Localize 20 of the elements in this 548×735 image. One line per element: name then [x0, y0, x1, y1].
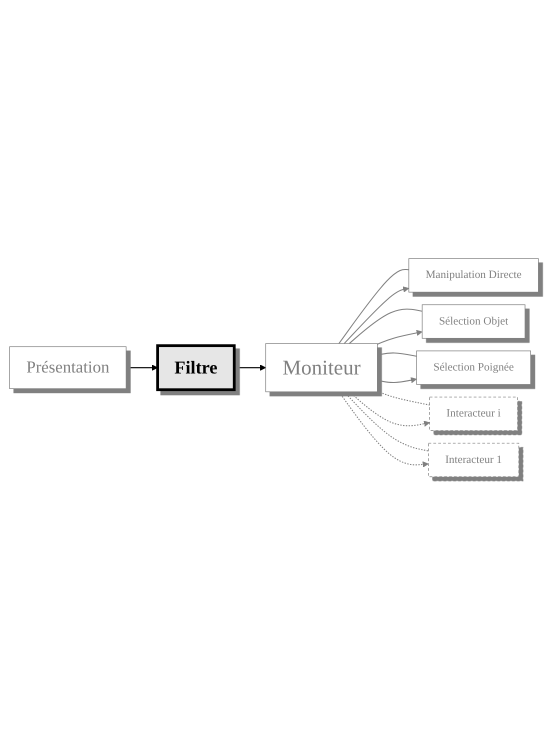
- node-box: Moniteur: [265, 343, 378, 392]
- arrow: [126, 364, 158, 371]
- arrow: [338, 391, 429, 468]
- connector: [338, 268, 409, 344]
- connector: [348, 308, 422, 344]
- arrow: [344, 286, 410, 344]
- node-box: Filtre: [156, 344, 236, 391]
- node-box: Sélection Poignée: [416, 350, 531, 385]
- connector: [377, 352, 417, 357]
- arrow: [377, 376, 417, 383]
- arrow: [348, 391, 430, 427]
- node-box: Présentation: [9, 346, 126, 389]
- node-box: Interacteur 1: [428, 442, 520, 477]
- connector: [377, 390, 430, 406]
- node-box: Interacteur i: [429, 396, 518, 431]
- node-box: Manipulation Directe: [408, 258, 539, 292]
- arrow: [377, 330, 422, 345]
- arrow: [234, 364, 266, 371]
- connector: [344, 391, 428, 452]
- node-box: Sélection Objet: [422, 304, 526, 338]
